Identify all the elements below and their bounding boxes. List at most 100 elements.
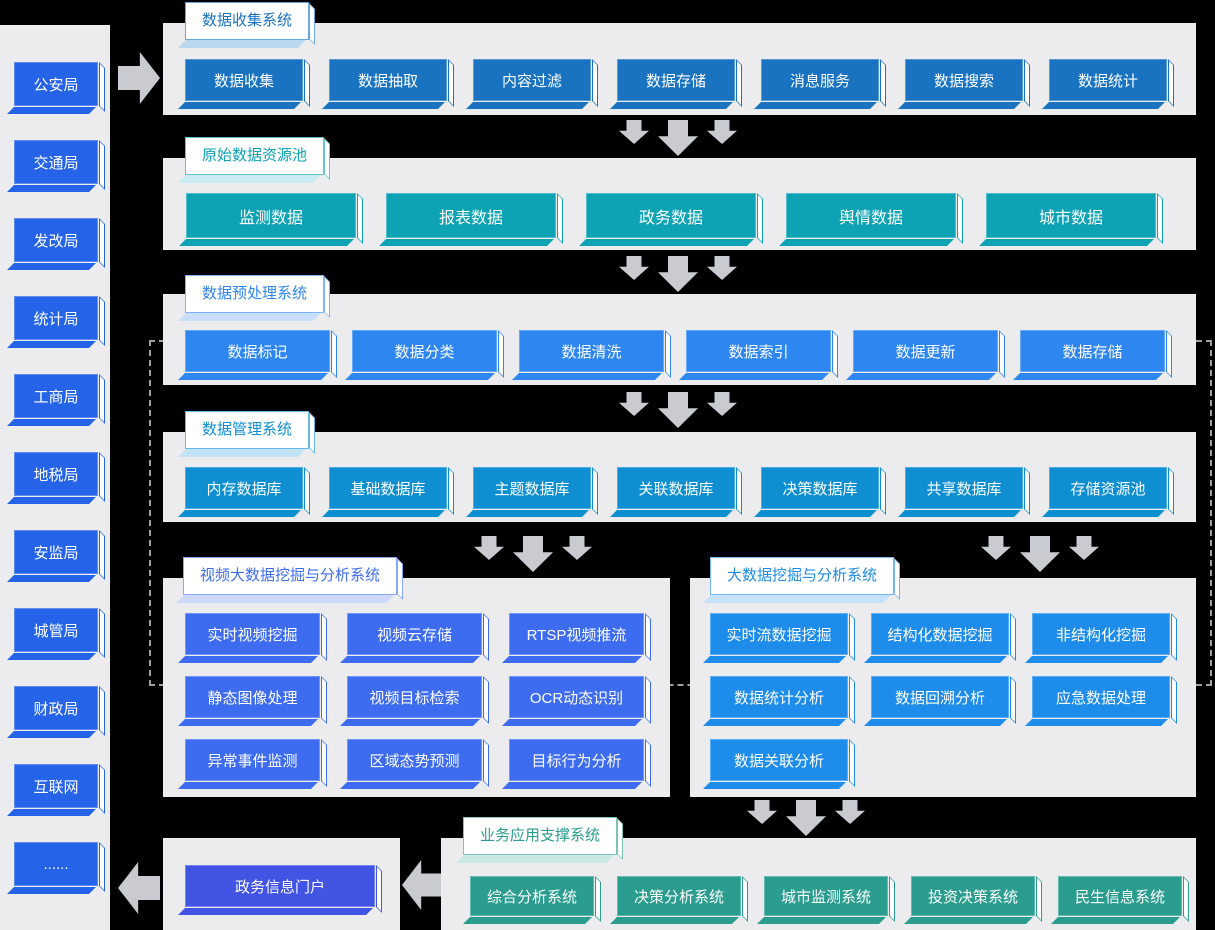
block-pool: 城市数据 xyxy=(986,193,1156,238)
arrow-down-cluster xyxy=(474,536,592,572)
block-video: 视频目标检索 xyxy=(347,676,482,718)
arrow-down-icon xyxy=(658,392,698,428)
departments-column: 公安局交通局发改局统计局工商局地税局安监局城管局财政局互联网...... xyxy=(0,25,110,930)
arrow-down-icon xyxy=(619,392,649,416)
section-title-bigdata: 大数据挖掘与分析系统 xyxy=(710,557,895,595)
section-title-pool: 原始数据资源池 xyxy=(185,137,325,175)
block-business: 民生信息系统 xyxy=(1058,876,1182,916)
block-preprocess: 数据清洗 xyxy=(519,330,664,372)
block-manage: 存储资源池 xyxy=(1049,467,1167,509)
block-pool: 报表数据 xyxy=(386,193,556,238)
block-video: RTSP视频推流 xyxy=(509,613,644,655)
block-manage: 决策数据库 xyxy=(761,467,879,509)
section-title-manage: 数据管理系统 xyxy=(185,411,310,449)
block-bigdata: 非结构化挖掘 xyxy=(1032,613,1170,655)
arrow-down-icon xyxy=(1069,536,1099,560)
block-bigdata: 数据统计分析 xyxy=(710,676,848,718)
block-department: ...... xyxy=(14,842,98,886)
block-manage: 内存数据库 xyxy=(185,467,303,509)
arrow-down-icon xyxy=(707,392,737,416)
arrow-down-cluster xyxy=(619,120,737,156)
arrow-down-cluster xyxy=(981,536,1099,572)
block-business: 综合分析系统 xyxy=(470,876,594,916)
block-department: 公安局 xyxy=(14,62,98,106)
flow-arrow-left-icon xyxy=(118,862,160,914)
panel-bigdata: 实时流数据挖掘结构化数据挖掘非结构化挖掘数据统计分析数据回溯分析应急数据处理数据… xyxy=(690,578,1196,797)
block-business: 城市监测系统 xyxy=(764,876,888,916)
panel-video: 实时视频挖掘视频云存储 RTSP视频推流静态图像处理视频目标检索 OCR动态识别异常… xyxy=(163,578,670,797)
block-preprocess: 数据索引 xyxy=(686,330,831,372)
block-collect: 数据抽取 xyxy=(329,59,447,101)
block-manage: 基础数据库 xyxy=(329,467,447,509)
block-video: 区域态势预测 xyxy=(347,739,482,781)
block-bigdata: 数据回溯分析 xyxy=(871,676,1009,718)
arrow-down-icon xyxy=(474,536,504,560)
block-video: 异常事件监测 xyxy=(185,739,320,781)
block-preprocess: 数据存储 xyxy=(1020,330,1165,372)
block-department: 发改局 xyxy=(14,218,98,262)
panel-preprocess: 数据标记数据分类数据清洗数据索引数据更新数据存储 xyxy=(163,294,1196,385)
block-business: 决策分析系统 xyxy=(617,876,741,916)
block-manage: 共享数据库 xyxy=(905,467,1023,509)
flow-arrow-right-icon xyxy=(118,52,160,104)
block-video: OCR动态识别 xyxy=(509,676,644,718)
block-video: 静态图像处理 xyxy=(185,676,320,718)
arrow-down-icon xyxy=(658,256,698,292)
block-manage: 主题数据库 xyxy=(473,467,591,509)
block-department: 交通局 xyxy=(14,140,98,184)
arrow-down-icon xyxy=(835,800,865,824)
block-manage: 关联数据库 xyxy=(617,467,735,509)
section-title-collect: 数据收集系统 xyxy=(185,2,310,40)
arrow-down-icon xyxy=(1020,536,1060,572)
block-department: 工商局 xyxy=(14,374,98,418)
block-collect: 数据搜索 xyxy=(905,59,1023,101)
arrow-down-icon xyxy=(747,800,777,824)
section-title-business: 业务应用支撑系统 xyxy=(463,817,618,855)
block-collect: 内容过滤 xyxy=(473,59,591,101)
arrow-down-icon xyxy=(786,800,826,836)
flow-arrow-left-icon xyxy=(402,860,442,910)
arrow-down-icon xyxy=(707,120,737,144)
panel-pool: 监测数据报表数据政务数据舆情数据城市数据 xyxy=(163,158,1196,250)
block-bigdata: 数据关联分析 xyxy=(710,739,848,781)
block-department: 城管局 xyxy=(14,608,98,652)
block-video: 视频云存储 xyxy=(347,613,482,655)
block-business: 投资决策系统 xyxy=(911,876,1035,916)
block-department: 安监局 xyxy=(14,530,98,574)
arrow-down-icon xyxy=(619,120,649,144)
block-preprocess: 数据更新 xyxy=(853,330,998,372)
block-preprocess: 数据标记 xyxy=(185,330,330,372)
block-video: 实时视频挖掘 xyxy=(185,613,320,655)
block-pool: 监测数据 xyxy=(186,193,356,238)
arrow-down-icon xyxy=(981,536,1011,560)
block-department: 互联网 xyxy=(14,764,98,808)
block-bigdata: 结构化数据挖掘 xyxy=(871,613,1009,655)
arrow-down-icon xyxy=(707,256,737,280)
block-preprocess: 数据分类 xyxy=(352,330,497,372)
panel-manage: 内存数据库基础数据库主题数据库关联数据库决策数据库共享数据库存储资源池 xyxy=(163,432,1196,522)
block-pool: 政务数据 xyxy=(586,193,756,238)
arrow-down-icon xyxy=(658,120,698,156)
block-bigdata: 应急数据处理 xyxy=(1032,676,1170,718)
block-department: 地税局 xyxy=(14,452,98,496)
arrow-down-cluster xyxy=(747,800,865,836)
arrow-down-icon xyxy=(619,256,649,280)
section-title-video: 视频大数据挖掘与分析系统 xyxy=(183,557,398,595)
block-collect: 数据存储 xyxy=(617,59,735,101)
block-collect: 数据统计 xyxy=(1049,59,1167,101)
block-video: 目标行为分析 xyxy=(509,739,644,781)
block-portal: 政务信息门户 xyxy=(185,865,375,907)
section-title-preprocess: 数据预处理系统 xyxy=(185,275,325,313)
arrow-down-icon xyxy=(562,536,592,560)
block-collect: 消息服务 xyxy=(761,59,879,101)
arrow-down-icon xyxy=(513,536,553,572)
panel-portal: 政务信息门户 xyxy=(163,838,400,930)
block-department: 财政局 xyxy=(14,686,98,730)
block-pool: 舆情数据 xyxy=(786,193,956,238)
block-bigdata: 实时流数据挖掘 xyxy=(710,613,848,655)
panel-collect: 数据收集数据抽取内容过滤数据存储消息服务数据搜索数据统计 xyxy=(163,23,1196,115)
arrow-down-cluster xyxy=(619,392,737,428)
arrow-down-cluster xyxy=(619,256,737,292)
block-department: 统计局 xyxy=(14,296,98,340)
